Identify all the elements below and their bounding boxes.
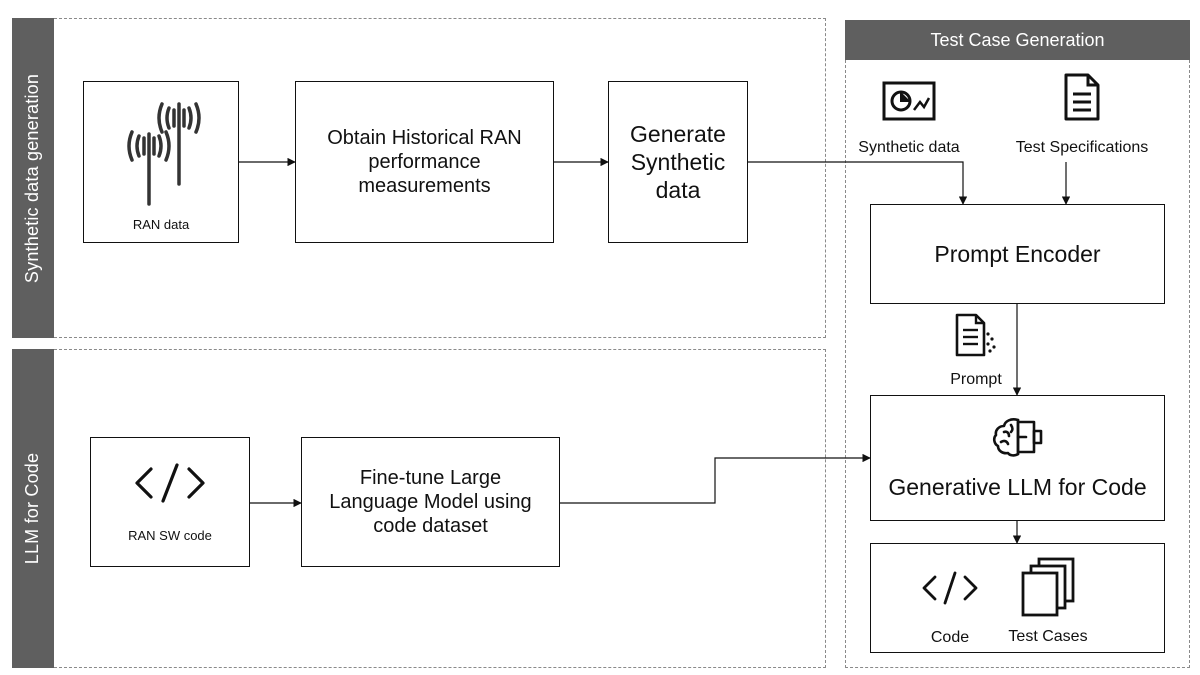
prompt-document-icon [954,312,998,363]
generate-synthetic-box: Generate Synthetic data [608,81,748,243]
generative-llm-text: Generative LLM for Code [888,473,1147,500]
generate-synthetic-text: Generate Synthetic data [630,121,726,203]
fine-tune-text: Fine-tune Large Language Model using cod… [329,467,532,537]
ran-sw-code-label: RAN SW code [128,528,212,543]
synthetic-section-frame [54,18,826,338]
ran-data-label: RAN data [132,217,190,232]
code-output-icon [921,570,979,611]
obtain-historical-text: Obtain Historical RAN performance measur… [327,127,522,197]
synthetic-data-label: Synthetic data [858,139,960,156]
test-cases-output: Test Cases [998,557,1098,650]
document-icon [1062,72,1102,127]
ran-data-box: RAN data [83,81,239,243]
arrow-synthetic-to-encoder [748,161,968,205]
test-section-title: Test Case Generation [930,29,1105,50]
output-box [870,543,1165,653]
test-section-band: Test Case Generation [845,20,1190,60]
prompt-label: Prompt [950,371,1002,388]
obtain-historical-box: Obtain Historical RAN performance measur… [295,81,554,243]
prompt-encoder-box: Prompt Encoder [870,204,1165,304]
test-specifications-input: Test Specifications [1002,72,1162,160]
chart-document-icon [881,80,937,127]
llm-section-band: LLM for Code [12,349,54,668]
fine-tune-box: Fine-tune Large Language Model using cod… [301,437,560,567]
code-label: Code [930,629,970,646]
test-section-frame [845,60,1190,668]
test-specifications-label: Test Specifications [1015,139,1149,156]
arrow-finetune-to-llm [560,453,871,504]
llm-section-frame [54,349,826,668]
generative-llm-box: Generative LLM for Code [870,395,1165,521]
synthetic-data-input: Synthetic data [848,80,970,160]
ran-sw-code-box: RAN SW code [90,437,250,567]
antenna-icon [101,96,221,211]
stack-icon [1019,557,1077,624]
code-icon [133,461,207,510]
prompt-artifact: Prompt [940,312,1012,392]
test-cases-label: Test Cases [1008,628,1088,645]
brain-icon [991,416,1045,463]
prompt-encoder-text: Prompt Encoder [934,241,1101,267]
code-output: Code [905,570,995,650]
synthetic-section-band: Synthetic data generation [12,18,54,338]
